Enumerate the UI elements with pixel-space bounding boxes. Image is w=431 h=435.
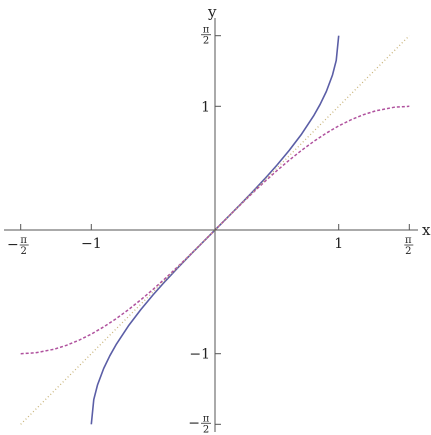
x-axis-label: x [422, 221, 431, 239]
y-tick-label-1: 1 [201, 99, 210, 115]
axes-layer [4, 18, 418, 432]
x-tick-num-3: π [405, 235, 412, 246]
x-tick-label-1: −1 [81, 236, 102, 252]
y-tick-label-2: −1 [189, 347, 210, 363]
x-tick-den-3: 2 [405, 246, 411, 257]
x-tick-num-0: π [20, 235, 27, 246]
series-line-3 [20, 35, 410, 425]
y-tick-num-3: π [203, 413, 210, 424]
y-tick-den-3: 2 [203, 424, 209, 435]
y-tick-den-0: 2 [203, 36, 209, 47]
y-tick-num-0: π [203, 25, 210, 36]
y-tick-sign-3: − [188, 415, 200, 431]
x-tick-den-0: 2 [21, 246, 27, 257]
x-tick-label-2: 1 [334, 236, 343, 252]
y-axis-label: y [207, 3, 217, 21]
x-tick-sign-0: − [7, 237, 19, 253]
